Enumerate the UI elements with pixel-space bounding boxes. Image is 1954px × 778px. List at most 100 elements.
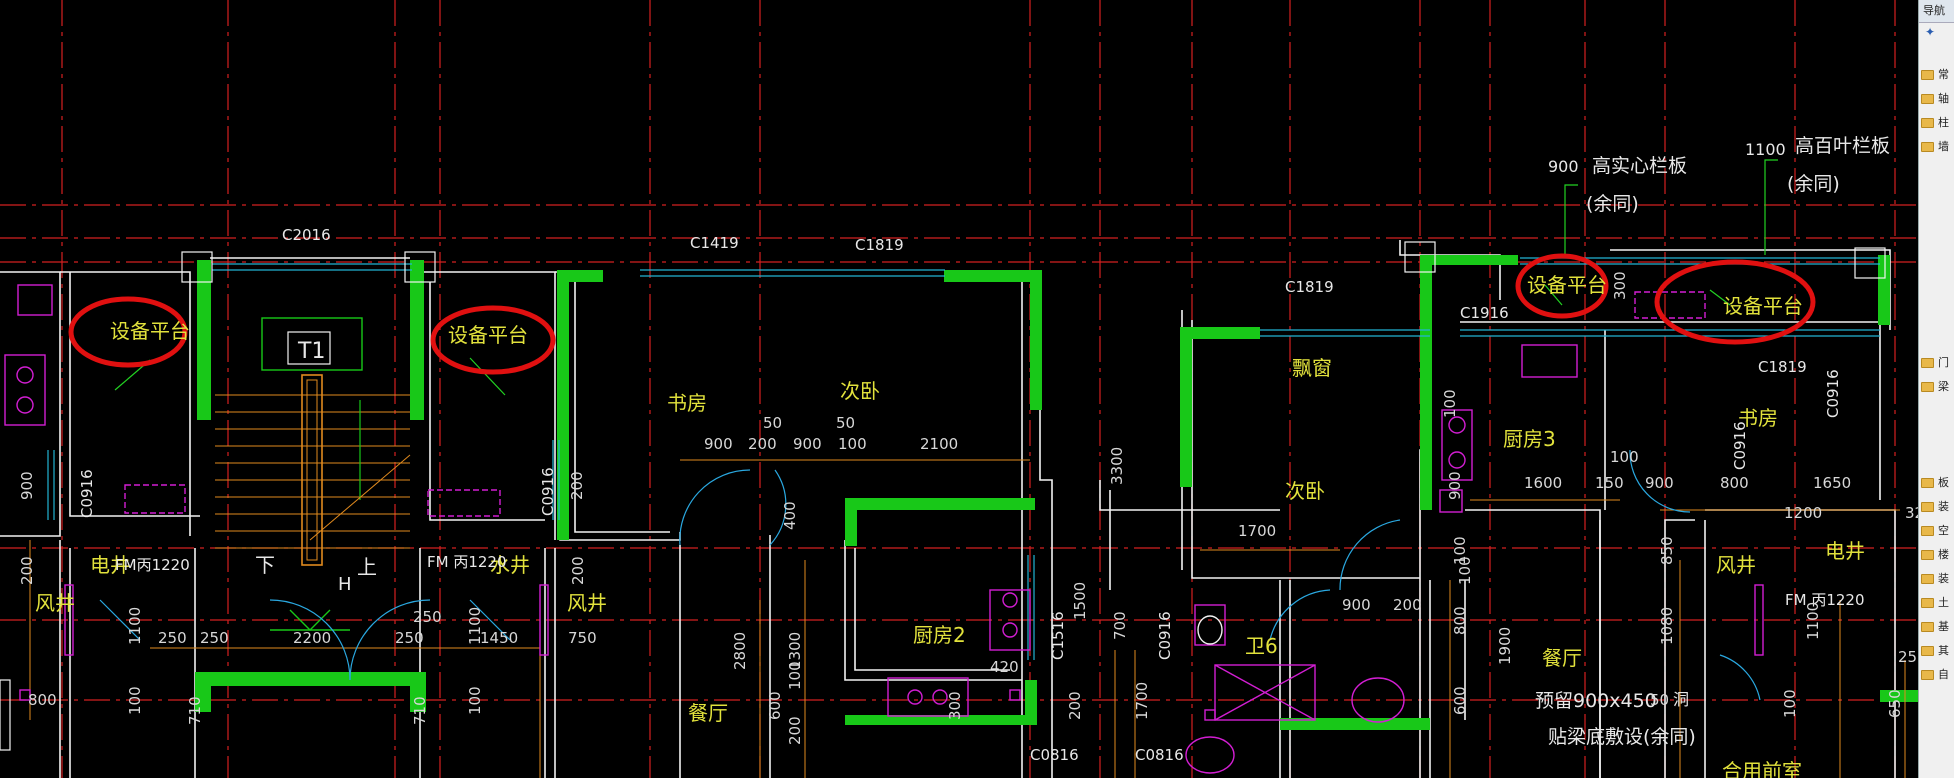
window-lines xyxy=(47,257,1880,660)
room-label-wind-well: 风井 xyxy=(35,591,75,615)
folder-icon xyxy=(1921,622,1934,632)
nav-tree-item[interactable]: 常 xyxy=(1921,66,1949,84)
room-label-elec-well: 电井 xyxy=(1825,539,1865,563)
dim-value: 200 xyxy=(748,435,777,453)
nav-tree-item[interactable]: 楼 xyxy=(1921,546,1949,564)
dim-value: 100 xyxy=(1781,689,1799,718)
folder-icon xyxy=(1921,502,1934,512)
room-label-dining: 餐厅 xyxy=(1542,646,1582,670)
rail-1-dim: 900 xyxy=(1548,157,1579,176)
dim-value: 200 xyxy=(1066,691,1084,720)
room-label-front-room: 合用前室 xyxy=(1722,759,1802,778)
dim-value: 900 xyxy=(704,435,733,453)
folder-icon xyxy=(1921,550,1934,560)
dim-value: 750 xyxy=(568,629,597,647)
stair xyxy=(215,317,411,631)
dim-value: 850 xyxy=(1658,536,1676,565)
window-tag: C1419 xyxy=(690,234,739,252)
dim-value: 600 xyxy=(1451,686,1469,715)
window-tag: C0916 xyxy=(78,469,96,518)
folder-icon xyxy=(1921,70,1934,80)
window-tag: C1819 xyxy=(855,236,904,254)
nav-tree-item[interactable]: 基 xyxy=(1921,618,1949,636)
nav-tree-item[interactable]: 土 xyxy=(1921,594,1949,612)
dim-value: 32 xyxy=(1905,504,1918,522)
nav-tree-item[interactable]: 梁 xyxy=(1921,378,1949,396)
dim-value: 1100 xyxy=(126,607,144,645)
dim-value: 200 xyxy=(569,556,587,585)
navigation-panel: 导航 ✦ 常 轴 柱 墙 门 梁 板 装 空 楼 装 土 基 其 自 xyxy=(1918,0,1954,778)
stair-tag-box xyxy=(287,331,331,365)
window-tag: C0916 xyxy=(539,467,557,516)
beam-note: 贴梁底敷设(余同) xyxy=(1548,726,1696,748)
nav-tree-item[interactable]: 柱 xyxy=(1921,114,1949,132)
dim-value: 1300 xyxy=(786,632,804,670)
folder-icon xyxy=(1921,142,1934,152)
nav-tree-item[interactable]: 自 xyxy=(1921,666,1949,684)
door-tag: FM 丙1220 xyxy=(1785,591,1865,609)
window-tag: C1916 xyxy=(1460,304,1509,322)
dim-value: 300 xyxy=(1611,271,1629,300)
folder-icon xyxy=(1921,670,1934,680)
dim-value: 400 xyxy=(781,501,799,530)
dim-value: 1500 xyxy=(1071,582,1089,620)
door-tag: FM 丙1220 xyxy=(427,553,507,571)
room-labels: 设备平台 设备平台 设备平台 设备平台 书房 次卧 飘窗 次卧 厨房3 书房 厨… xyxy=(35,273,1865,778)
room-label-platform: 设备平台 xyxy=(1723,294,1803,318)
highlight-rings xyxy=(68,253,1816,375)
room-label-platform: 设备平台 xyxy=(110,319,190,343)
room-label-bedroom: 次卧 xyxy=(840,379,880,403)
dim-value: 150 xyxy=(1595,474,1624,492)
nav-tree-item[interactable]: 其 xyxy=(1921,642,1949,660)
dim-value: 250 xyxy=(413,608,442,626)
stair-up-mark: 上 xyxy=(357,555,377,579)
room-label-wind-well: 风井 xyxy=(567,591,607,615)
folder-icon xyxy=(1921,358,1934,368)
dim-value: 300 xyxy=(946,691,964,720)
dim-value: 900 xyxy=(1342,596,1371,614)
dim-value: 250 xyxy=(158,629,187,647)
notes: 900 高实心栏板 (余同) 1100 高百叶栏板 (余同) 预留900x450… xyxy=(1535,135,1890,748)
stair-tag: T1 xyxy=(297,339,325,364)
panel-tool-icon[interactable]: ✦ xyxy=(1925,25,1936,39)
panel-title: 导航 xyxy=(1919,0,1954,23)
dim-value: 420 xyxy=(990,658,1019,676)
folder-icon xyxy=(1921,478,1934,488)
dim-value: 2800 xyxy=(731,632,749,670)
dim-value: 100 xyxy=(1441,389,1459,418)
room-label-water-well: 水井 xyxy=(490,553,530,577)
dim-value: 250 xyxy=(200,629,229,647)
nav-tree-item[interactable]: 轴 xyxy=(1921,90,1949,108)
nav-tree-item[interactable]: 板 xyxy=(1921,474,1949,492)
rail-1-same: (余同) xyxy=(1586,193,1639,215)
window-tag: C1516 xyxy=(1049,611,1067,660)
dim-value: 50 xyxy=(1650,691,1669,709)
stair-h-mark: H xyxy=(338,574,352,595)
nav-tree-item[interactable]: 墙 xyxy=(1921,138,1949,156)
nav-tree-item[interactable]: 空 xyxy=(1921,522,1949,540)
window-tag: C0816 xyxy=(1135,746,1184,764)
dim-value: 1650 xyxy=(1813,474,1851,492)
dim-value: 100 xyxy=(1456,556,1474,585)
dim-value: 900 xyxy=(1645,474,1674,492)
dim-value: 50 xyxy=(763,414,782,432)
dim-value: 800 xyxy=(1720,474,1749,492)
dim-value: 100 xyxy=(466,686,484,715)
dim-value: 900 xyxy=(793,435,822,453)
dim-value: 3300 xyxy=(1108,447,1126,485)
nav-tree-item[interactable]: 门 xyxy=(1921,354,1949,372)
dim-value: 650 xyxy=(1886,689,1904,718)
dim-value: 710 xyxy=(411,696,429,725)
dim-value: 100 xyxy=(1451,536,1469,565)
green-walls xyxy=(195,255,1918,730)
dim-value: 250 xyxy=(395,629,424,647)
room-label-dining: 餐厅 xyxy=(688,701,728,725)
dim-value: 1700 xyxy=(1238,522,1276,540)
nav-tree-item[interactable]: 装 xyxy=(1921,498,1949,516)
window-tag: C1819 xyxy=(1758,358,1807,376)
dim-value: 1100 xyxy=(1804,602,1822,640)
nav-tree-item[interactable]: 装 xyxy=(1921,570,1949,588)
